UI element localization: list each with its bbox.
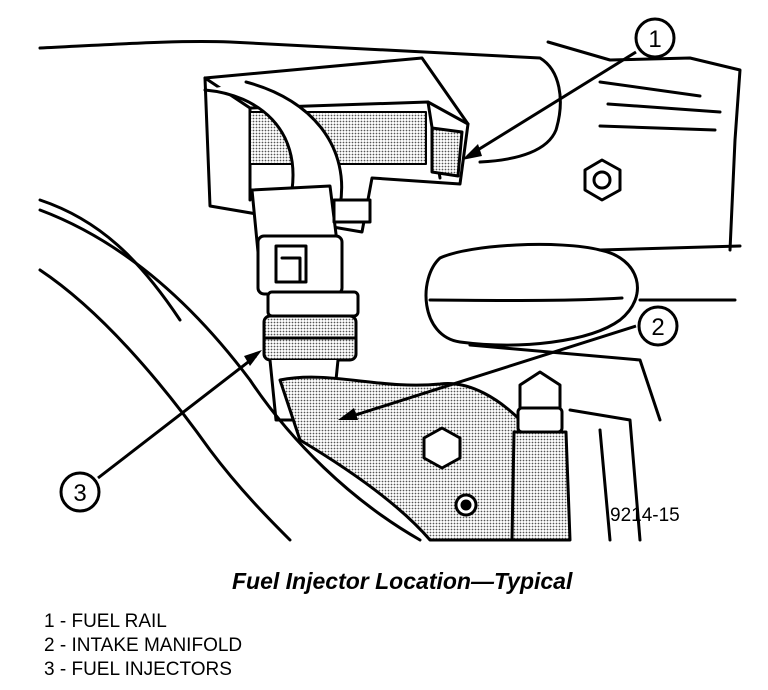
legend-label: FUEL INJECTORS bbox=[71, 659, 232, 680]
engine-side-lines bbox=[598, 80, 722, 132]
intake-manifold bbox=[424, 242, 742, 422]
arrowhead-3 bbox=[244, 350, 262, 366]
cylinder-head-line bbox=[38, 208, 422, 542]
side-bracket bbox=[568, 408, 642, 542]
bolt-upper bbox=[583, 158, 622, 202]
bolt-center bbox=[510, 370, 572, 542]
leader-line-2 bbox=[345, 324, 637, 420]
legend-number: 1 bbox=[44, 611, 55, 632]
arrowhead-2 bbox=[338, 408, 358, 420]
engine-rear-outline bbox=[546, 40, 742, 252]
legend-item-2: 2 - INTAKE MANIFOLD bbox=[44, 635, 243, 656]
arrowhead-1 bbox=[462, 144, 482, 160]
legend-label: INTAKE MANIFOLD bbox=[71, 635, 243, 656]
leader-line-3 bbox=[97, 354, 257, 480]
callout-2: 2 bbox=[637, 305, 679, 347]
legend-label: FUEL RAIL bbox=[71, 611, 167, 632]
cylinder-head-lower bbox=[38, 268, 292, 542]
left-edge-line bbox=[38, 198, 182, 322]
fuel-injector-illustration: 1 2 3 bbox=[38, 17, 742, 542]
legend: 1 - FUEL RAIL 2 - INTAKE MANIFOLD 3 - FU… bbox=[44, 610, 242, 682]
callout-1: 1 bbox=[634, 17, 676, 59]
legend-item-1: 1 - FUEL RAIL bbox=[44, 611, 167, 632]
engine-upper-outline bbox=[38, 39, 562, 164]
bolt-lower bbox=[422, 426, 478, 517]
figure-caption: Fuel Injector Location—Typical bbox=[232, 568, 573, 594]
svg-text:2: 2 bbox=[651, 314, 664, 341]
legend-number: 3 bbox=[44, 659, 55, 680]
callout-3: 3 bbox=[59, 471, 101, 513]
svg-text:3: 3 bbox=[73, 480, 86, 507]
leader-line-1 bbox=[467, 50, 637, 158]
legend-number: 2 bbox=[44, 635, 55, 656]
legend-item-3: 3 - FUEL INJECTORS bbox=[44, 659, 232, 680]
svg-text:1: 1 bbox=[648, 26, 661, 53]
figure-id-label: 9214-15 bbox=[610, 505, 680, 526]
